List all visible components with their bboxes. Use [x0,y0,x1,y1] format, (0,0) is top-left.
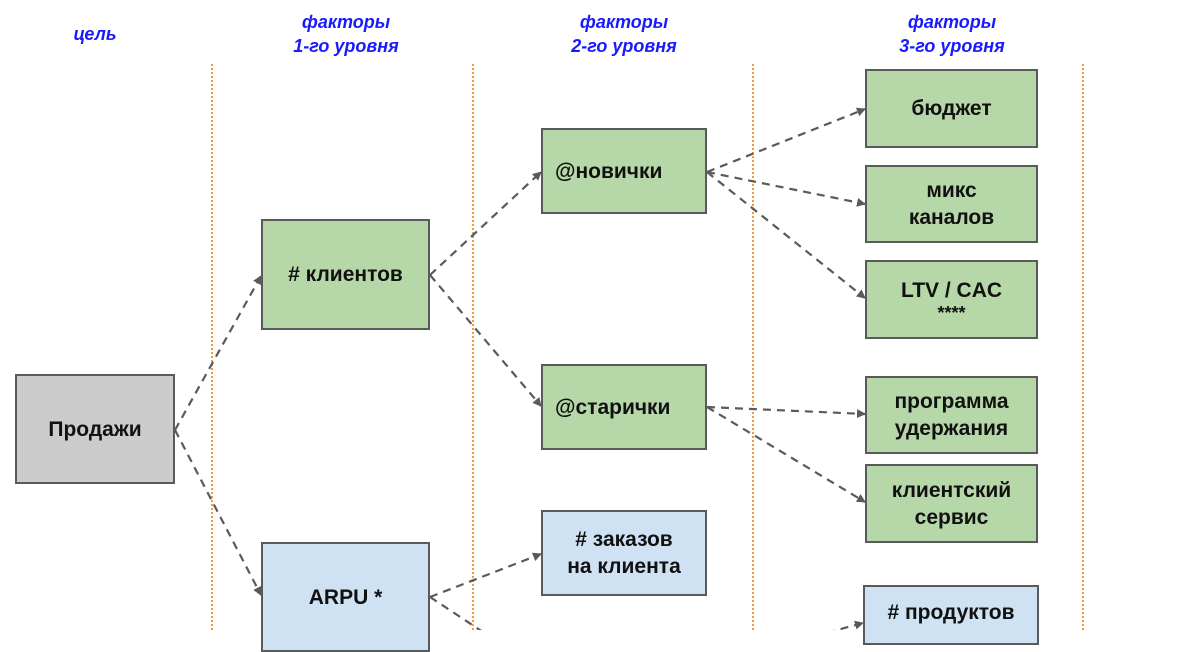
header-level1-line1: факторы [301,12,391,32]
node-oldies: @старички [541,364,707,450]
arrow-clients-to-oldies [429,274,542,407]
header-level2-line1: факторы [579,12,669,32]
arrow-oldies-to-service [706,406,866,503]
node-orders-line1: # заказов [575,528,673,551]
arrow-arpu-to-orders [429,552,542,599]
arrow-newbies-to-budget [706,107,866,174]
arrow-newbies-to-channel-mix [706,170,866,207]
node-ltv-cac-line1: LTV / CAC [900,279,1003,302]
column-divider [472,64,474,630]
header-level2: факторы 2-го уровня [524,10,724,58]
node-orders-line2: на клиента [567,555,681,578]
node-sales-label: Продажи [48,417,142,441]
node-products-label: # продуктов [887,601,1015,624]
header-level3-line1: факторы [907,12,997,32]
arrow-newbies-to-ltv-cac [706,171,866,299]
node-orders-per-client: # заказов на клиента [541,510,707,596]
node-ltv-cac-note: **** [937,303,966,323]
arrow-to-products [832,620,864,630]
node-arpu-label: ARPU * [308,585,383,609]
node-budget: бюджет [865,69,1038,148]
node-retention-line1: программа [894,390,1009,413]
node-budget-label: бюджет [911,97,992,120]
header-level1-line2: 1-го уровня [293,36,399,56]
node-newbies: @новички [541,128,707,214]
arrow-oldies-to-retention [706,405,866,419]
node-products: # продуктов [863,585,1039,645]
node-channel-mix-line2: каналов [908,206,995,229]
node-retention-program: программа удержания [865,376,1038,454]
node-clients-label: # клиентов [288,263,403,286]
arrow-sales-to-clients [174,275,262,431]
node-ltv-cac: LTV / CAC **** [865,260,1038,339]
header-level1: факторы 1-го уровня [246,10,446,58]
connector-arrows [174,107,866,630]
node-client-service: клиентский сервис [865,464,1038,543]
header-goal-label: цель [73,24,117,44]
node-oldies-label: @старички [555,395,671,419]
node-sales: Продажи [15,374,175,484]
header-goal: цель [40,22,150,46]
arrow-clients-to-newbies [429,171,542,276]
node-clients: # клиентов [261,219,430,330]
node-newbies-label: @новички [555,159,663,183]
node-channel-mix: микс каналов [865,165,1038,243]
column-divider [1082,64,1084,630]
header-level3-line2: 3-го уровня [899,36,1005,56]
arrow-sales-to-arpu [174,429,262,596]
column-divider [752,64,754,630]
node-service-line1: клиентский [891,478,1012,502]
header-level3: факторы 3-го уровня [852,10,1052,58]
node-retention-line2: удержания [894,417,1009,440]
node-channel-mix-line1: микс [926,179,977,202]
header-level2-line2: 2-го уровня [571,36,677,56]
node-service-line2: сервис [914,505,989,529]
arrow-arpu-offscreen [429,596,482,630]
node-arpu: ARPU * [261,542,430,652]
column-divider [211,64,213,630]
